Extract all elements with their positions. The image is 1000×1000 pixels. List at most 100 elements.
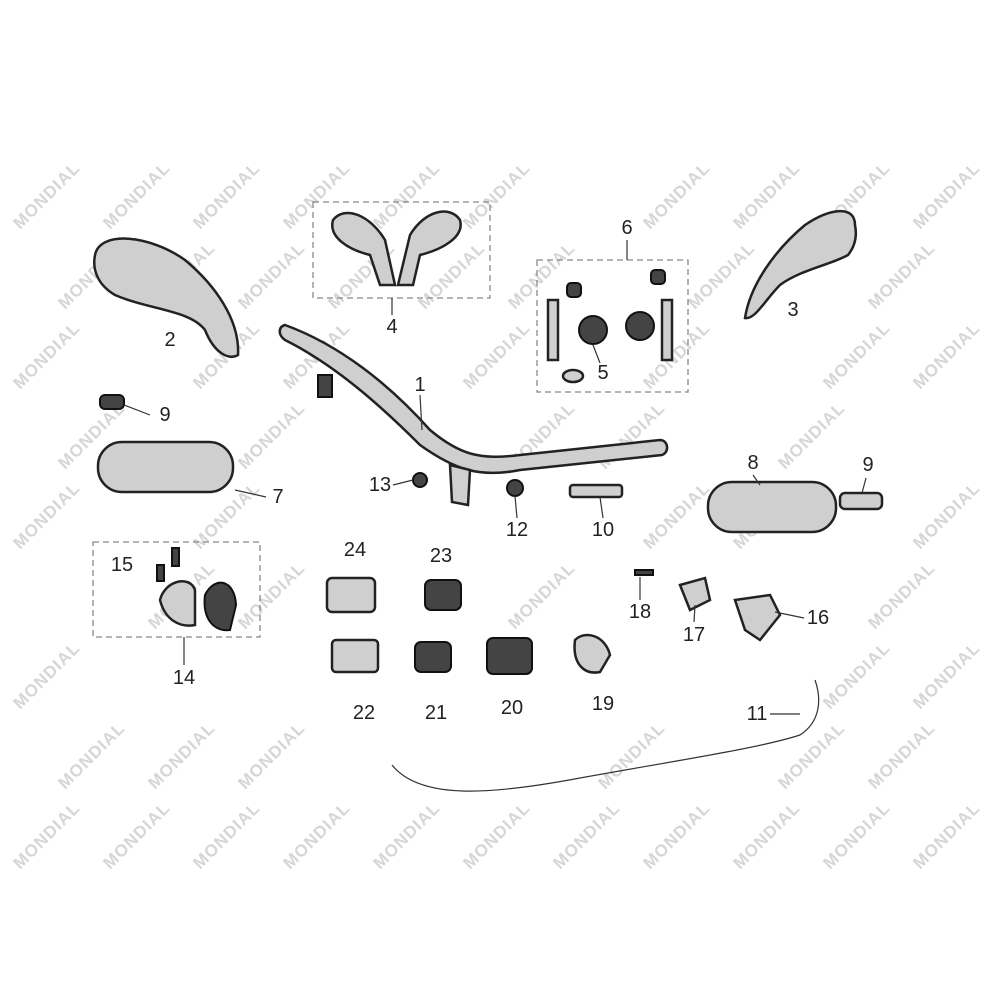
watermark-text: MONDIAL bbox=[9, 158, 83, 232]
grip-left bbox=[96, 440, 235, 494]
watermark-text: MONDIAL bbox=[639, 798, 713, 872]
nut-13 bbox=[412, 472, 428, 488]
watermark-text: MONDIAL bbox=[99, 158, 173, 232]
watermark-text: MONDIAL bbox=[909, 318, 983, 392]
watermark-text: MONDIAL bbox=[234, 238, 308, 312]
lever-bracket-16 bbox=[733, 593, 782, 642]
label-16: 16 bbox=[806, 607, 830, 629]
label-14: 14 bbox=[172, 667, 196, 689]
mirror-set-left bbox=[331, 211, 397, 287]
switch-24 bbox=[325, 576, 377, 614]
watermark-text: MONDIAL bbox=[819, 638, 893, 712]
clamp-half-left bbox=[158, 580, 197, 627]
watermark-text: MONDIAL bbox=[729, 798, 803, 872]
watermark-text: MONDIAL bbox=[99, 798, 173, 872]
watermark-text: MONDIAL bbox=[864, 558, 938, 632]
watermark-text: MONDIAL bbox=[639, 478, 713, 552]
watermark-text: MONDIAL bbox=[504, 238, 578, 312]
nut-12 bbox=[506, 479, 524, 497]
bushing-left bbox=[578, 315, 608, 345]
label-1: 1 bbox=[414, 374, 426, 396]
throttle-cable bbox=[391, 679, 820, 792]
leader-lines bbox=[123, 240, 867, 715]
switch-22 bbox=[330, 638, 380, 674]
clamp-half-right bbox=[203, 581, 238, 632]
label-23: 23 bbox=[429, 545, 453, 567]
watermark-text: MONDIAL bbox=[774, 398, 848, 472]
watermark-text: MONDIAL bbox=[9, 478, 83, 552]
watermark-text: MONDIAL bbox=[369, 798, 443, 872]
watermark-text: MONDIAL bbox=[459, 318, 533, 392]
handlebar-clamp bbox=[448, 463, 472, 507]
mirror-left bbox=[93, 237, 240, 358]
mirror-right bbox=[743, 209, 858, 320]
mirror-set-right bbox=[396, 210, 462, 287]
watermark-text: MONDIAL bbox=[864, 238, 938, 312]
watermark-text: MONDIAL bbox=[459, 158, 533, 232]
watermark-text: MONDIAL bbox=[459, 798, 533, 872]
watermark-text: MONDIAL bbox=[774, 718, 848, 792]
grip-right bbox=[706, 480, 838, 534]
label-12: 12 bbox=[505, 519, 529, 541]
watermark-text: MONDIAL bbox=[9, 318, 83, 392]
watermark-text: MONDIAL bbox=[909, 798, 983, 872]
watermark-text: MONDIAL bbox=[234, 398, 308, 472]
watermark-text: MONDIAL bbox=[729, 158, 803, 232]
label-2: 2 bbox=[164, 329, 176, 351]
label-18: 18 bbox=[628, 601, 652, 623]
bushing-right bbox=[625, 311, 655, 341]
label-17: 17 bbox=[682, 624, 706, 646]
watermark-text: MONDIAL bbox=[234, 718, 308, 792]
label-19: 19 bbox=[591, 693, 615, 715]
clamp-box bbox=[92, 541, 261, 638]
label-6: 6 bbox=[621, 217, 633, 239]
bolt-10 bbox=[568, 483, 624, 499]
label-8: 8 bbox=[747, 452, 759, 474]
switch-19 bbox=[573, 633, 612, 674]
watermark-text: MONDIAL bbox=[144, 718, 218, 792]
mount-bolt-right bbox=[660, 298, 674, 362]
watermark-text: MONDIAL bbox=[549, 798, 623, 872]
label-9-right: 9 bbox=[862, 454, 874, 476]
rubber-top-left bbox=[566, 282, 582, 298]
watermark-text: MONDIAL bbox=[594, 718, 668, 792]
label-5: 5 bbox=[597, 362, 609, 384]
watermark-text: MONDIAL bbox=[234, 558, 308, 632]
label-21: 21 bbox=[424, 702, 448, 724]
watermark-text: MONDIAL bbox=[909, 158, 983, 232]
label-20: 20 bbox=[500, 697, 524, 719]
watermark-text: MONDIAL bbox=[819, 798, 893, 872]
mirror-set-box bbox=[312, 201, 491, 299]
mount-kit-box bbox=[536, 259, 689, 393]
label-13: 13 bbox=[368, 474, 392, 496]
pin-18 bbox=[634, 569, 654, 576]
washer bbox=[561, 368, 585, 384]
switch-21 bbox=[414, 641, 452, 673]
watermark-text: MONDIAL bbox=[54, 718, 128, 792]
rubber-top-right bbox=[650, 269, 666, 285]
label-10: 10 bbox=[591, 519, 615, 541]
lever-block-17 bbox=[678, 576, 712, 612]
watermark-text: MONDIAL bbox=[9, 638, 83, 712]
label-15: 15 bbox=[110, 554, 134, 576]
switch-20 bbox=[486, 637, 533, 675]
watermark-text: MONDIAL bbox=[279, 798, 353, 872]
label-3: 3 bbox=[787, 299, 799, 321]
watermark-text: MONDIAL bbox=[504, 558, 578, 632]
label-11: 11 bbox=[746, 703, 768, 725]
watermark-text: MONDIAL bbox=[9, 798, 83, 872]
label-9-left: 9 bbox=[159, 404, 171, 426]
watermark-text: MONDIAL bbox=[189, 798, 263, 872]
watermark-text: MONDIAL bbox=[639, 158, 713, 232]
watermark-text: MONDIAL bbox=[909, 478, 983, 552]
label-4: 4 bbox=[386, 316, 398, 338]
screw-1 bbox=[171, 547, 180, 567]
watermark-text: MONDIAL bbox=[909, 638, 983, 712]
label-24: 24 bbox=[343, 539, 367, 561]
watermark-text: MONDIAL bbox=[864, 718, 938, 792]
handlebar bbox=[278, 323, 669, 475]
switch-23 bbox=[424, 579, 462, 611]
watermark-text: MONDIAL bbox=[189, 158, 263, 232]
